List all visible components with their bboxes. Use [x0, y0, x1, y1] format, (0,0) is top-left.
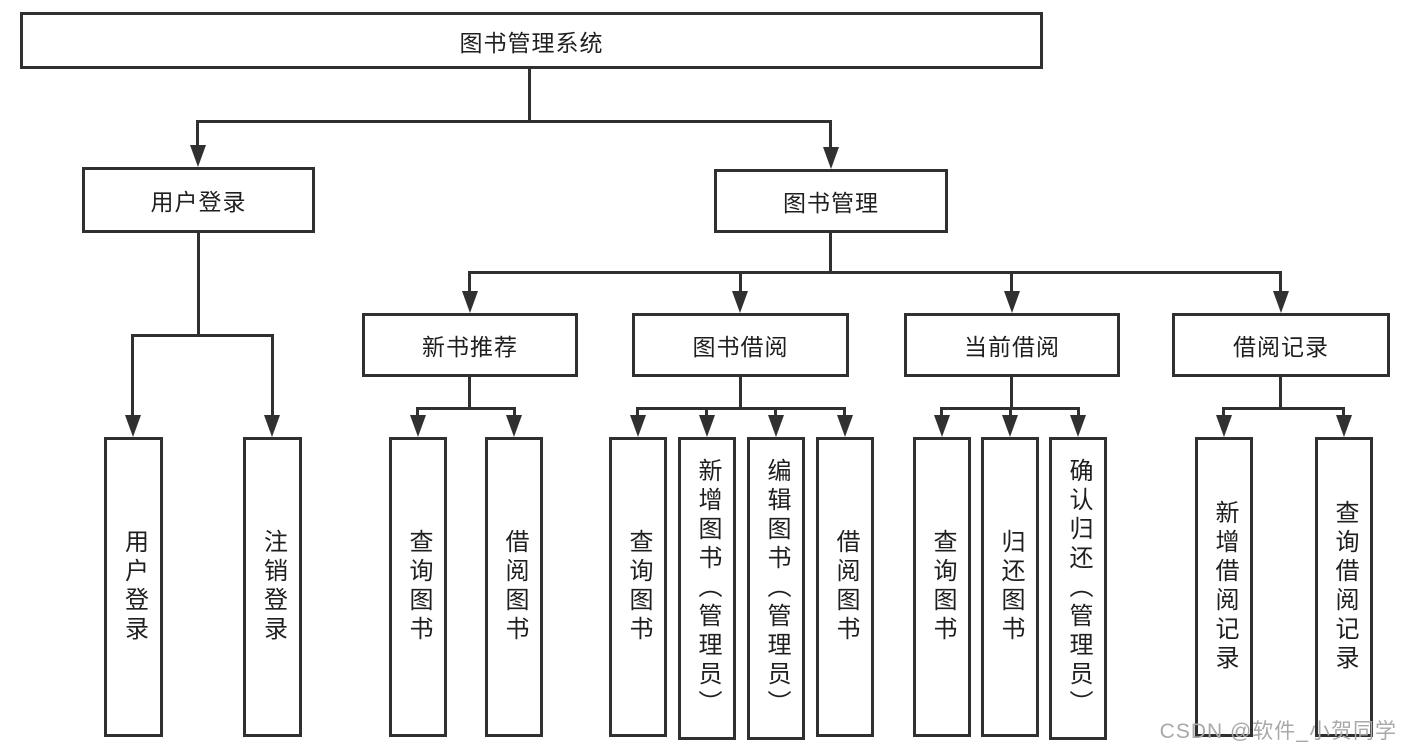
connector-line — [197, 233, 200, 337]
node-label: 新增图书（管理员） — [694, 458, 721, 719]
leaf-records-add-record: 新增借阅记录 — [1195, 437, 1253, 737]
connector-line — [1077, 407, 1080, 418]
node-label: 用户登录 — [120, 529, 148, 645]
arrowhead — [1216, 415, 1232, 437]
leaf-current-query-books: 查询图书 — [913, 437, 971, 737]
connector-line — [829, 233, 832, 274]
node-user-login-branch: 用户登录 — [82, 167, 315, 233]
leaf-current-return-books: 归还图书 — [981, 437, 1039, 737]
node-label: 查询图书 — [405, 529, 432, 645]
node-borrow-records: 借阅记录 — [1172, 313, 1390, 377]
arrowhead — [1070, 415, 1086, 437]
arrowhead — [1002, 415, 1018, 437]
connector-line — [271, 334, 274, 418]
connector-line — [774, 407, 777, 418]
node-new-book-recommend: 新书推荐 — [362, 313, 578, 377]
arrowhead — [699, 415, 715, 437]
leaf-borrow-add-books-admin: 新增图书（管理员） — [678, 437, 736, 740]
connector-line — [513, 407, 516, 418]
connector-line — [1279, 271, 1282, 293]
connector-line — [468, 271, 1282, 274]
connector-line — [705, 407, 708, 418]
node-label: 图书借阅 — [692, 334, 789, 360]
node-label: 借阅图书 — [832, 529, 859, 645]
arrowhead — [934, 415, 950, 437]
connector-line — [196, 120, 832, 123]
arrowhead — [823, 147, 839, 169]
node-label: 查询借阅记录 — [1331, 500, 1358, 674]
node-label: 查询图书 — [929, 529, 956, 645]
node-label: 注销登录 — [259, 529, 287, 645]
arrowhead — [264, 415, 280, 437]
node-label: 图书管理系统 — [459, 29, 604, 56]
connector-line — [1222, 407, 1345, 410]
arrowhead — [1273, 291, 1289, 313]
connector-line — [940, 407, 943, 418]
node-label: 归还图书 — [997, 529, 1024, 645]
arrowhead — [506, 415, 522, 437]
arrowhead — [410, 415, 426, 437]
connector-line — [1222, 407, 1225, 418]
connector-line — [1009, 407, 1012, 418]
arrowhead — [1004, 291, 1020, 313]
connector-line — [636, 407, 639, 418]
node-current-borrowing: 当前借阅 — [904, 313, 1120, 377]
node-book-management: 图书管理 — [714, 169, 948, 233]
connector-line — [196, 120, 199, 148]
leaf-current-confirm-return-admin: 确认归还（管理员） — [1049, 437, 1107, 740]
arrowhead — [1336, 415, 1352, 437]
node-label: 新增借阅记录 — [1211, 500, 1238, 674]
csdn-watermark: CSDN @软件_小贺同学 — [1159, 720, 1397, 743]
node-label: 图书管理 — [783, 190, 879, 216]
connector-line — [416, 407, 419, 418]
leaf-borrow-borrow-books: 借阅图书 — [816, 437, 874, 737]
connector-line — [528, 69, 531, 123]
leaf-logout: 注销登录 — [243, 437, 302, 737]
connector-line — [131, 334, 274, 337]
leaf-newbook-borrow-books: 借阅图书 — [485, 437, 543, 737]
connector-line — [829, 120, 832, 148]
arrowhead — [125, 415, 141, 437]
connector-line — [843, 407, 846, 418]
node-label: 编辑图书（管理员） — [763, 458, 790, 719]
connector-line — [468, 271, 471, 293]
connector-line — [739, 271, 742, 293]
arrowhead — [732, 291, 748, 313]
arrowhead — [630, 415, 646, 437]
connector-line — [1010, 377, 1013, 410]
arrowhead — [190, 145, 206, 167]
connector-line — [416, 407, 516, 410]
node-label: 新书推荐 — [422, 334, 518, 360]
arrowhead — [768, 415, 784, 437]
node-book-borrowing: 图书借阅 — [632, 313, 849, 377]
leaf-borrow-edit-books-admin: 编辑图书（管理员） — [747, 437, 805, 740]
node-label: 用户登录 — [150, 189, 247, 215]
node-label: 确认归还（管理员） — [1065, 458, 1092, 719]
connector-line — [739, 377, 742, 410]
connector-line — [131, 334, 134, 418]
node-label: 当前借阅 — [964, 334, 1060, 360]
connector-line — [636, 407, 846, 410]
connector-line — [1010, 271, 1013, 293]
arrowhead — [462, 291, 478, 313]
connector-line — [1279, 377, 1282, 410]
leaf-borrow-query-books: 查询图书 — [609, 437, 667, 737]
leaf-user-login: 用户登录 — [104, 437, 163, 737]
node-label: 查询图书 — [625, 529, 652, 645]
node-label: 借阅记录 — [1233, 334, 1329, 360]
node-root-library-system: 图书管理系统 — [20, 12, 1043, 69]
node-label: 借阅图书 — [501, 529, 528, 645]
connector-line — [468, 377, 471, 410]
leaf-records-query-record: 查询借阅记录 — [1315, 437, 1373, 737]
arrowhead — [837, 415, 853, 437]
leaf-newbook-query-books: 查询图书 — [389, 437, 447, 737]
connector-line — [1342, 407, 1345, 418]
